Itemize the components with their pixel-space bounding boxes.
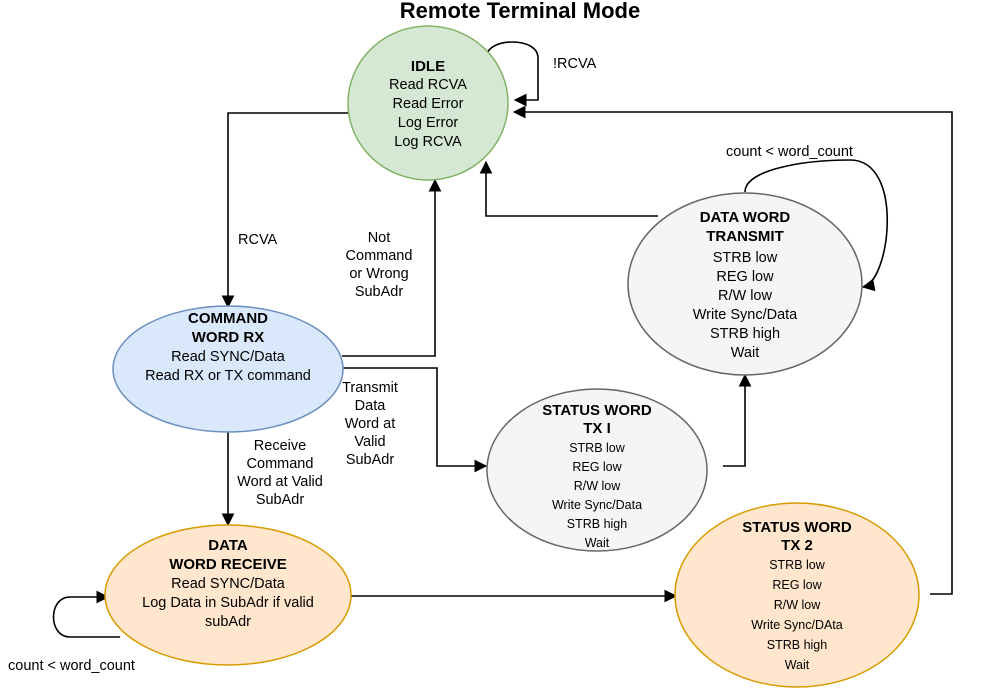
svg-text:STRB high: STRB high xyxy=(767,638,827,652)
state-idle: IDLE Read RCVA Read Error Log Error Log … xyxy=(347,25,509,181)
svg-text:Write Sync/Data: Write Sync/Data xyxy=(552,498,642,512)
svg-text:Read SYNC/Data: Read SYNC/Data xyxy=(171,349,286,365)
label-receive-command: Receive Command Word at Valid SubAdr xyxy=(237,438,323,508)
svg-text:Wait: Wait xyxy=(585,536,610,550)
svg-text:DATA: DATA xyxy=(208,537,248,554)
svg-text:Write Sync/Data: Write Sync/Data xyxy=(693,307,798,323)
svg-text:WORD RX: WORD RX xyxy=(192,329,265,346)
svg-text:Log Data in SubAdr if valid: Log Data in SubAdr if valid xyxy=(142,595,314,611)
svg-text:REG low: REG low xyxy=(572,460,622,474)
label-count-transmit: count < word_count xyxy=(726,144,853,160)
edge-data-transmit-to-idle xyxy=(479,160,658,217)
edge-status1-to-data-transmit xyxy=(723,373,752,467)
svg-text:Read RCVA: Read RCVA xyxy=(389,77,467,93)
svg-text:STRB low: STRB low xyxy=(769,558,826,572)
svg-text:TRANSMIT: TRANSMIT xyxy=(706,228,784,245)
edge-status2-to-idle xyxy=(512,105,953,595)
svg-text:Write Sync/DAta: Write Sync/DAta xyxy=(751,618,843,632)
state-status-word-tx2: STATUS WORD TX 2 STRB low REG low R/W lo… xyxy=(674,502,920,688)
svg-text:REG low: REG low xyxy=(772,578,822,592)
svg-text:SubAdr: SubAdr xyxy=(346,452,395,468)
svg-text:STATUS WORD: STATUS WORD xyxy=(542,402,652,419)
svg-text:WORD RECEIVE: WORD RECEIVE xyxy=(169,556,287,573)
svg-text:Log RCVA: Log RCVA xyxy=(394,134,462,150)
label-count-receive: count < word_count xyxy=(8,658,135,674)
svg-text:TX 2: TX 2 xyxy=(781,537,813,554)
state-data-word-transmit: DATA WORD TRANSMIT STRB low REG low R/W … xyxy=(627,192,863,376)
state-status1-shape xyxy=(486,388,708,552)
svg-text:COMMAND: COMMAND xyxy=(188,310,268,327)
state-command-shape xyxy=(112,305,344,433)
svg-text:STRB high: STRB high xyxy=(710,326,780,342)
svg-text:Data: Data xyxy=(355,398,387,414)
state-data-transmit-shape xyxy=(627,192,863,376)
diagram-title: Remote Terminal Mode xyxy=(400,0,640,23)
svg-text:STRB low: STRB low xyxy=(713,250,778,266)
svg-text:R/W low: R/W low xyxy=(774,598,822,612)
svg-text:STRB low: STRB low xyxy=(569,441,626,455)
svg-text:STATUS WORD: STATUS WORD xyxy=(742,519,852,536)
svg-text:or Wrong: or Wrong xyxy=(349,266,408,282)
svg-text:Command: Command xyxy=(247,456,314,472)
svg-text:TX I: TX I xyxy=(583,420,611,437)
svg-text:Word at: Word at xyxy=(345,416,396,432)
svg-text:Not: Not xyxy=(368,230,391,246)
svg-text:Command: Command xyxy=(346,248,413,264)
edge-data-receive-self-loop xyxy=(52,590,120,638)
edge-command-to-status1 xyxy=(340,367,488,473)
svg-text:Read Error: Read Error xyxy=(393,96,464,112)
svg-text:Word at Valid: Word at Valid xyxy=(237,474,323,490)
svg-text:R/W low: R/W low xyxy=(718,288,773,304)
label-transmit-data: Transmit Data Word at Valid SubAdr xyxy=(342,380,398,468)
state-data-word-receive: DATA WORD RECEIVE Read SYNC/Data Log Dat… xyxy=(104,524,352,666)
svg-text:SubAdr: SubAdr xyxy=(355,284,404,300)
svg-text:Read SYNC/Data: Read SYNC/Data xyxy=(171,576,286,592)
svg-text:Read RX or TX command: Read RX or TX command xyxy=(145,368,311,384)
label-not-command: Not Command or Wrong SubAdr xyxy=(346,230,413,300)
svg-text:Wait: Wait xyxy=(785,658,810,672)
state-command-word-rx: COMMAND WORD RX Read SYNC/Data Read RX o… xyxy=(112,305,344,433)
label-idle-self: !RCVA xyxy=(553,56,597,72)
svg-text:SubAdr: SubAdr xyxy=(256,492,305,508)
svg-text:STRB high: STRB high xyxy=(567,517,627,531)
edge-command-to-idle xyxy=(342,178,442,357)
svg-text:Wait: Wait xyxy=(731,345,759,361)
edge-idle-to-command xyxy=(221,112,350,309)
state-idle-shape xyxy=(347,25,509,181)
edge-idle-self-loop xyxy=(486,41,539,107)
svg-text:Valid: Valid xyxy=(354,434,385,450)
svg-text:Receive: Receive xyxy=(254,438,306,454)
svg-text:subAdr: subAdr xyxy=(205,614,251,630)
state-status2-shape xyxy=(674,502,920,688)
svg-text:Transmit: Transmit xyxy=(342,380,398,396)
svg-text:R/W low: R/W low xyxy=(574,479,622,493)
edge-data-transmit-self-loop xyxy=(744,159,888,292)
svg-text:REG low: REG low xyxy=(716,269,774,285)
label-rcva: RCVA xyxy=(238,232,278,248)
state-data-receive-shape xyxy=(104,524,352,666)
svg-text:Log Error: Log Error xyxy=(398,115,459,131)
svg-text:DATA WORD: DATA WORD xyxy=(700,209,791,226)
state-idle-title: IDLE xyxy=(411,58,445,75)
state-status-word-tx1: STATUS WORD TX I STRB low REG low R/W lo… xyxy=(486,388,708,552)
